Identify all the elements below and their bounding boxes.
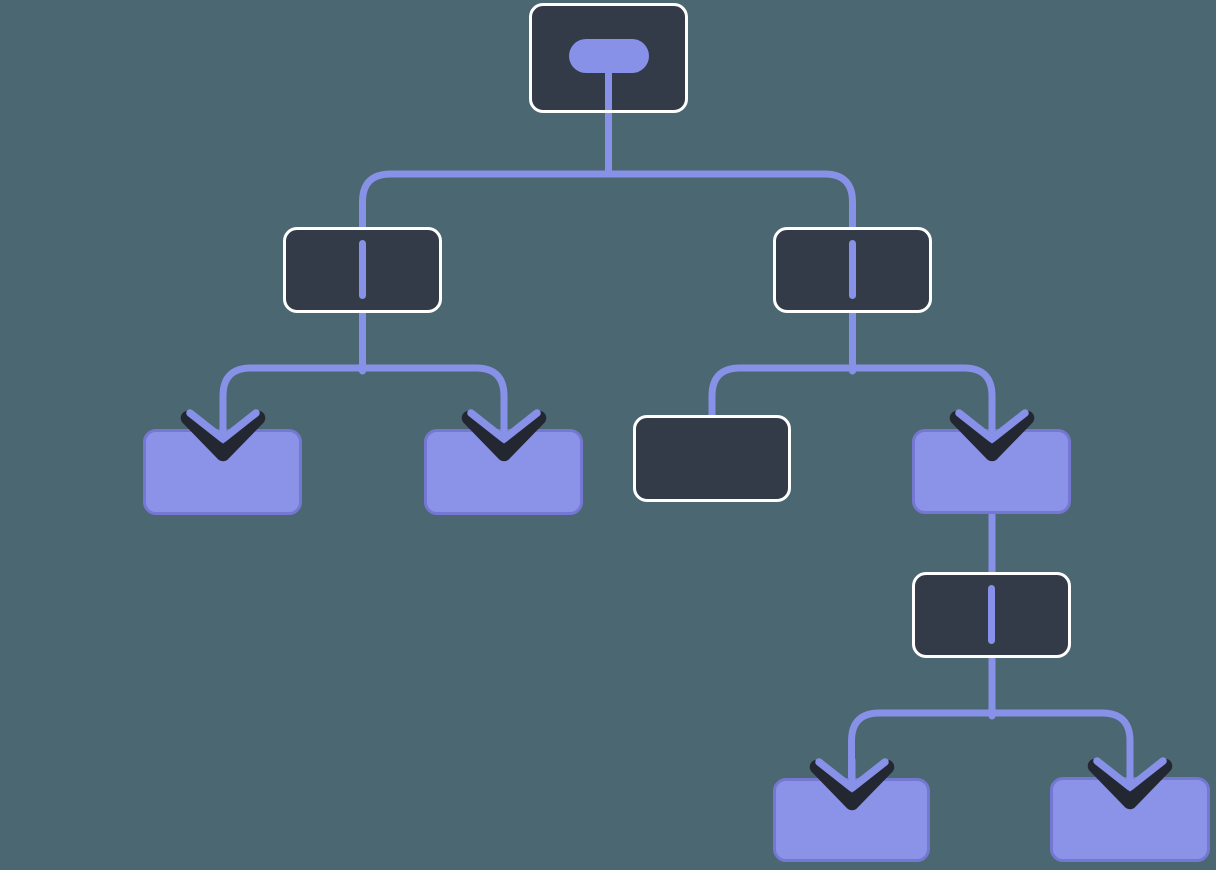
node-leaf-1[interactable] [143, 429, 302, 515]
node-root[interactable] [529, 3, 688, 113]
node-leaf-2[interactable] [424, 429, 583, 515]
edge-bus-left [219, 364, 508, 440]
node-branch-right-2[interactable] [912, 572, 1071, 658]
edge-bus-level1 [359, 170, 856, 244]
edge-bus-bottom [848, 709, 1134, 787]
node-leaf-4[interactable] [773, 778, 930, 862]
root-pill-icon [568, 39, 649, 73]
connector-bar-icon [849, 240, 856, 299]
node-leaf-dark[interactable] [633, 415, 791, 502]
root-pill-stem-icon [605, 70, 612, 110]
node-branch-left[interactable] [283, 227, 442, 313]
node-leaf-3[interactable] [912, 429, 1071, 514]
node-branch-right[interactable] [773, 227, 932, 313]
node-leaf-5[interactable] [1050, 777, 1210, 862]
connector-bar-icon [359, 240, 366, 299]
edge-bus-right [708, 364, 996, 440]
connector-bar-icon [988, 585, 995, 644]
